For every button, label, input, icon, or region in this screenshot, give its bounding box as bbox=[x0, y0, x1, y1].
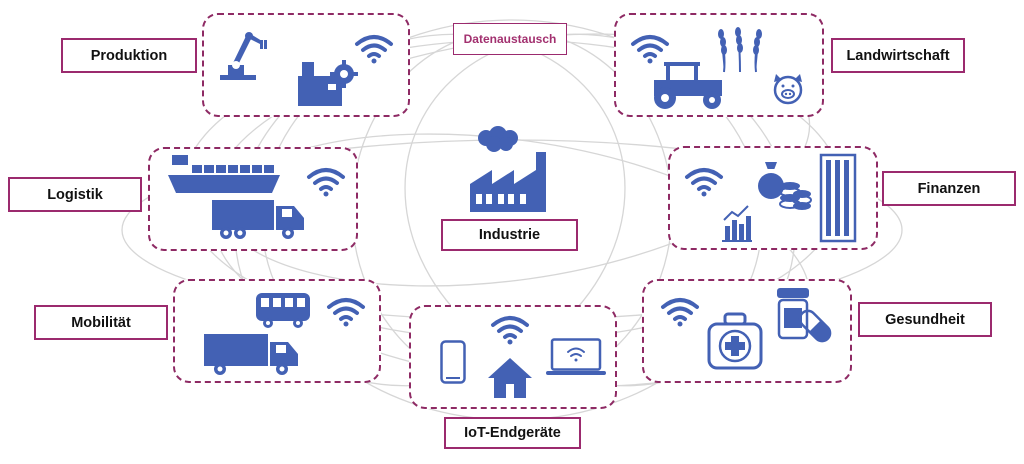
machine-gear-icon bbox=[298, 60, 358, 106]
container-ship-icon bbox=[168, 155, 280, 193]
truck-icon bbox=[204, 334, 298, 375]
bus-icon bbox=[256, 293, 310, 328]
coins-icon bbox=[779, 182, 812, 210]
wifi-icon bbox=[685, 168, 723, 197]
laptop-icon bbox=[546, 338, 606, 375]
iot-label: IoT-Endgeräte bbox=[444, 417, 581, 449]
panel-iot bbox=[409, 305, 617, 409]
landwirtschaft-label: Landwirtschaft bbox=[831, 38, 965, 73]
factory-icon bbox=[470, 126, 546, 212]
tractor-icon bbox=[654, 62, 722, 109]
pill-bottle-icon bbox=[777, 288, 809, 340]
capsule-icon bbox=[798, 309, 832, 343]
skyscraper-icon bbox=[819, 153, 857, 243]
first-aid-kit-icon bbox=[707, 312, 763, 370]
wifi-icon bbox=[355, 35, 393, 64]
truck-icon bbox=[212, 200, 304, 239]
wifi-icon bbox=[307, 168, 345, 197]
robot-arm-icon bbox=[220, 32, 267, 80]
pig-icon bbox=[773, 74, 803, 105]
datenaustausch-label: Datenaustausch bbox=[453, 23, 567, 55]
wifi-icon bbox=[491, 316, 529, 345]
logistik-label: Logistik bbox=[8, 177, 142, 212]
wheat-icon bbox=[718, 27, 762, 73]
gesundheit-label: Gesundheit bbox=[858, 302, 992, 337]
wifi-icon bbox=[661, 298, 699, 327]
industrie-label: Industrie bbox=[441, 219, 578, 251]
wifi-icon bbox=[327, 298, 365, 327]
money-bag-icon bbox=[758, 162, 784, 199]
mobilitaet-label: Mobilität bbox=[34, 305, 168, 340]
wifi-icon bbox=[631, 35, 669, 64]
produktion-label: Produktion bbox=[61, 38, 197, 73]
house-icon bbox=[488, 358, 532, 398]
finanzen-label: Finanzen bbox=[882, 171, 1016, 206]
bar-chart-icon bbox=[722, 205, 752, 242]
smartphone-icon bbox=[440, 340, 466, 384]
